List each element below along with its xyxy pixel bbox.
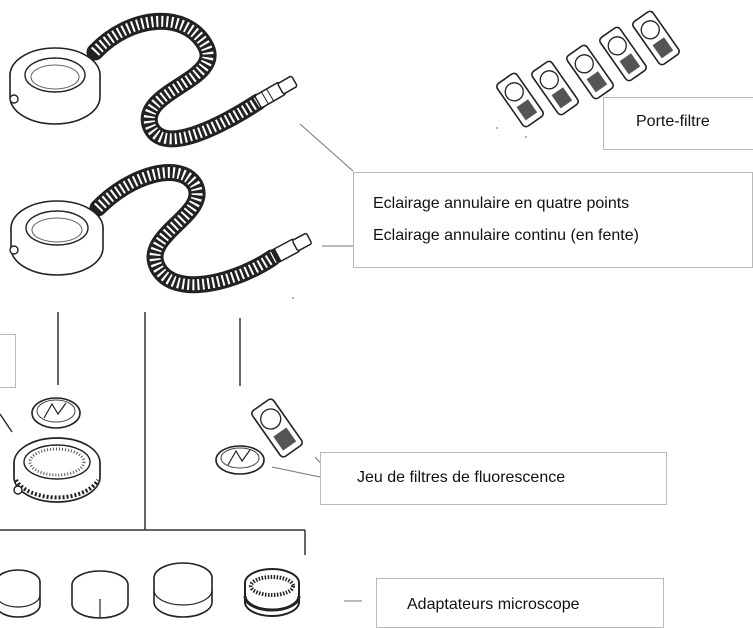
fluorescence-filter-illustration (215, 398, 303, 475)
ring-light-continuous-illustration (9, 164, 312, 294)
eclairage-label-box: Eclairage annulaire en quatre points Ecl… (353, 172, 753, 268)
connector-lines (0, 312, 306, 555)
hose-middle (89, 164, 281, 294)
polarizer-ring-illustration (13, 437, 101, 503)
adaptateurs-label-box: Adaptateurs microscope (376, 578, 664, 628)
eclairage-quatre-points-label: Eclairage annulaire en quatre points (373, 195, 630, 212)
hose-connector-top (254, 75, 298, 109)
eclairage-continu-label: Eclairage annulaire continu (en fente) (373, 227, 639, 244)
filter-holders-illustration (496, 10, 680, 128)
jeu-filtres-label: Jeu de filtres de fluorescence (357, 469, 566, 486)
porte-filtre-label-box: Porte-filtre (603, 97, 753, 150)
adaptateurs-label: Adaptateurs microscope (407, 596, 580, 613)
diffuser-disc-illustration (31, 397, 81, 429)
hose-connector-middle (268, 232, 312, 265)
partial-label-box-left (0, 334, 16, 388)
stray-marks (292, 127, 527, 299)
hose-top (86, 12, 267, 148)
ring-light-four-point-illustration (9, 12, 298, 148)
jeu-filtres-label-box: Jeu de filtres de fluorescence (320, 452, 667, 505)
porte-filtre-label: Porte-filtre (636, 113, 710, 130)
microscope-adapters-illustration (0, 562, 301, 619)
